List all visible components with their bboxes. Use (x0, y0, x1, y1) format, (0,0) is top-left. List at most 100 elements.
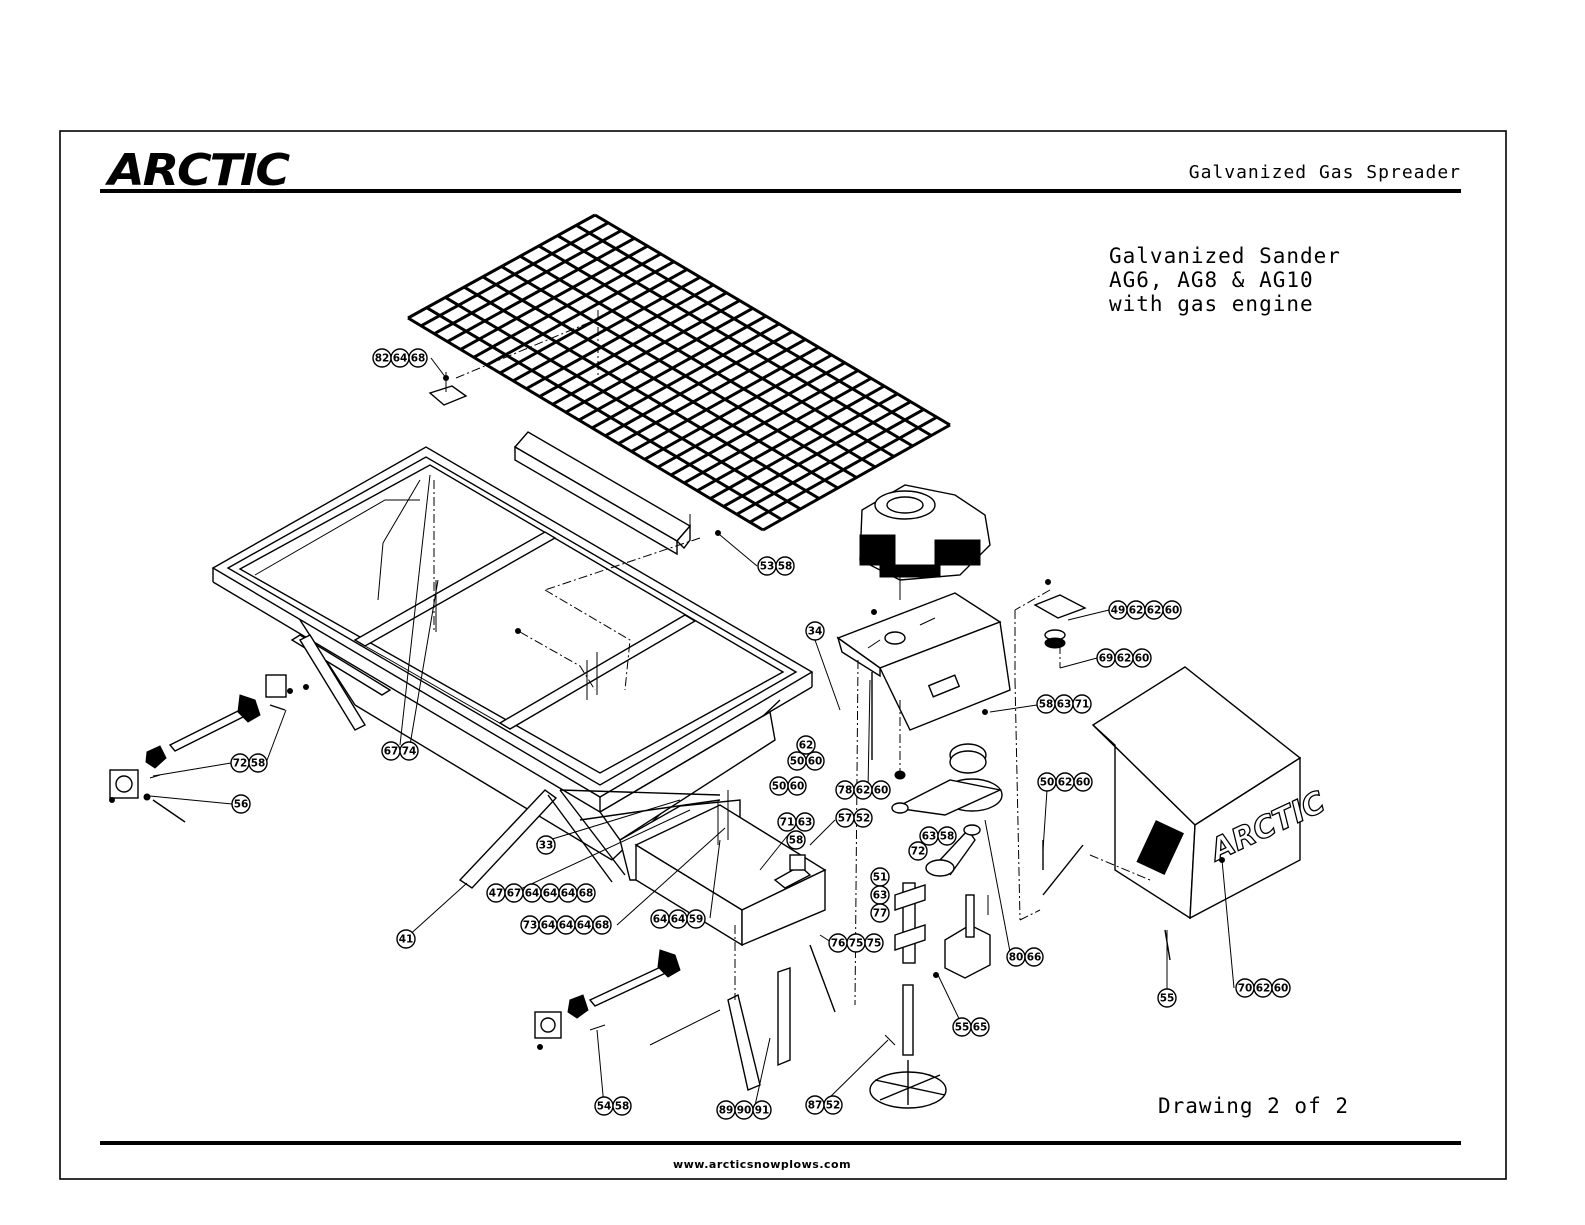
callout-72: 72 (908, 841, 928, 861)
callout-number: 60 (1165, 605, 1180, 617)
mesh-wire (556, 234, 914, 448)
callout-62: 62 (796, 735, 816, 755)
support-straps (299, 634, 721, 889)
callout-number: 71 (780, 817, 795, 829)
callout-number: 75 (849, 938, 864, 950)
callout-number: 64 (653, 914, 668, 926)
callout-number: 56 (234, 799, 249, 811)
mesh-wire (512, 275, 701, 383)
callout-circle (1271, 978, 1291, 998)
mesh-wire (722, 400, 912, 508)
drawing-number: Drawing 2 of 2 (1158, 1094, 1349, 1118)
callout-circle (686, 909, 706, 929)
callout-number: 33 (539, 840, 554, 852)
callout-number: 64 (525, 888, 540, 900)
callout-number: 60 (808, 756, 823, 768)
mesh-wire (538, 291, 728, 398)
mesh-wire (459, 244, 649, 351)
left-auger-shaft (109, 674, 309, 823)
mesh-wire (444, 296, 802, 511)
callout-circle (870, 903, 890, 923)
engine-mount-plate (836, 592, 1011, 731)
mesh-wire (591, 322, 780, 430)
footer-rule (100, 1141, 1461, 1145)
callout-circle (937, 826, 957, 846)
callout-number: 75 (867, 938, 882, 950)
mesh-wire (709, 392, 899, 500)
callout-number: 67 (384, 746, 399, 758)
mesh-wire (683, 377, 872, 485)
leader-dash (854, 659, 859, 1006)
callout-number: 62 (1147, 605, 1162, 617)
callout-circle (1024, 947, 1044, 967)
mesh-wire (578, 314, 767, 422)
callout-number: 54 (597, 1101, 612, 1113)
callout-77: 77 (870, 903, 890, 923)
header-rule (100, 189, 1461, 193)
callout-number: 62 (799, 740, 814, 752)
leader-dash (544, 537, 701, 591)
callout-33: 33 (536, 835, 556, 855)
callout-number: 68 (595, 920, 610, 932)
callout-circle (408, 348, 428, 368)
callout-number: 58 (789, 835, 804, 847)
callout-circle (864, 933, 884, 953)
callout-number: 62 (1256, 983, 1271, 995)
callout-number: 67 (507, 888, 522, 900)
mesh-wire (482, 275, 839, 490)
product-title: Galvanized Sander (1109, 244, 1341, 268)
leader-dash (1019, 909, 1041, 921)
mesh-wire (446, 237, 636, 343)
arctic-logo: ARCTIC (105, 145, 290, 196)
callout-circle (805, 751, 825, 771)
callout-41: 41 (396, 929, 416, 949)
lower-auger-shaft (534, 949, 681, 1050)
callout-number: 63 (1057, 699, 1072, 711)
callout-circle (970, 1017, 990, 1037)
callout-number: 66 (1027, 952, 1042, 964)
callout-circle (536, 835, 556, 855)
callout-number: 58 (1039, 699, 1054, 711)
callout-number: 62 (856, 785, 871, 797)
callout-number: 72 (911, 846, 926, 858)
callout-number: 58 (251, 758, 266, 770)
spinner-assembly (869, 882, 947, 1109)
callout-number: 58 (615, 1101, 630, 1113)
callout-63: 63 (870, 885, 890, 905)
mesh-wire (473, 252, 662, 359)
gas-engine (859, 484, 991, 600)
callout-circle (231, 794, 251, 814)
mesh-wire (420, 221, 609, 328)
callout-number: 72 (233, 758, 248, 770)
callout-circle (752, 1100, 772, 1120)
mesh-wire (670, 369, 859, 477)
leader-dash (1089, 854, 1151, 881)
callout-circle (576, 883, 596, 903)
callout-circle (796, 735, 816, 755)
gearbox (933, 894, 991, 979)
callout-circle (823, 1095, 843, 1115)
mesh-wire (500, 265, 858, 479)
cover-rod (1042, 844, 1084, 896)
callout-number: 55 (1160, 993, 1175, 1005)
callout-34: 34 (805, 621, 825, 641)
callout-number: 52 (856, 813, 871, 825)
callout-number: 74 (402, 746, 417, 758)
callout-number: 58 (778, 561, 793, 573)
callout-number: 53 (760, 561, 775, 573)
callout-number: 62 (1058, 777, 1073, 789)
callout-55: 55 (1157, 988, 1177, 1008)
mesh-wire (575, 224, 933, 437)
